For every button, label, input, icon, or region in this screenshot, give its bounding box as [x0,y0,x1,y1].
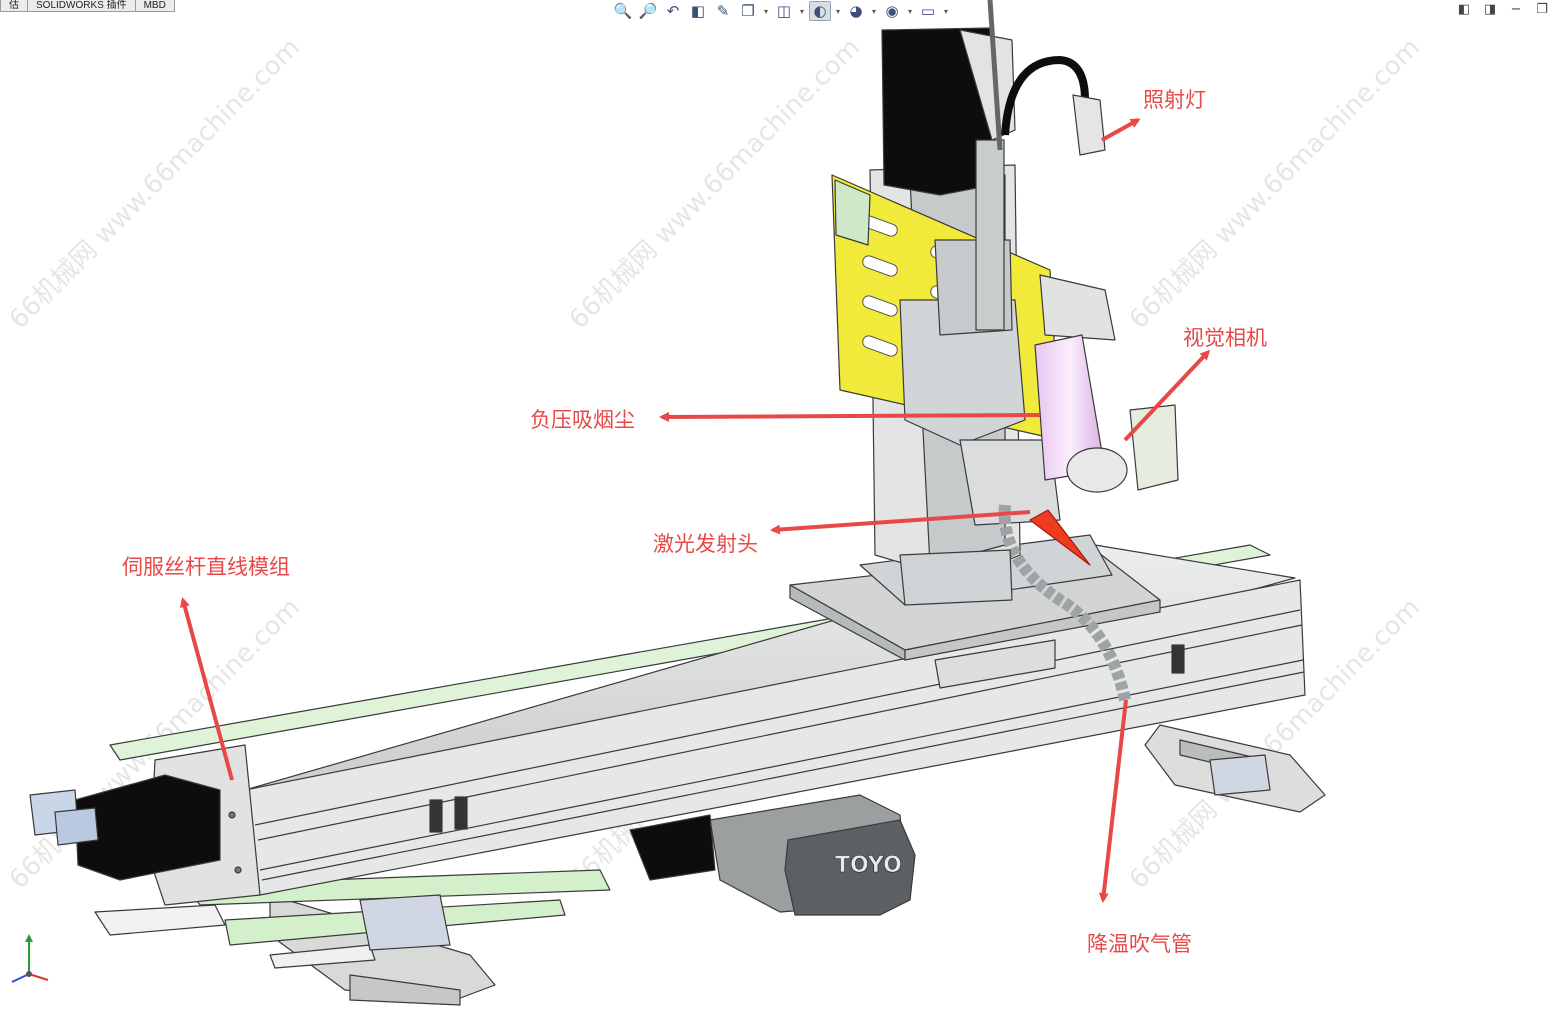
tile-left-icon[interactable]: ◧ [1457,2,1471,17]
arrow-smoke [659,411,1041,422]
arrow-lamp [1101,118,1141,142]
zoom-to-fit-icon[interactable]: 🔍 [613,2,633,20]
arrow-module [180,597,234,781]
section-view-icon[interactable]: ◧ [690,2,706,20]
zoom-to-area-icon[interactable]: 🔎 [638,2,658,20]
display-style-icon[interactable]: ◫ [776,2,792,20]
callout-air-cooling-tube: 降温吹气管 [1087,932,1192,956]
dropdown-arrow-icon[interactable]: ▾ [835,6,840,16]
watermark-text: 66机械网 www.66machine.com [564,33,866,335]
apply-scene-icon[interactable]: ◉ [885,2,899,20]
heads-up-view-toolbar: 🔍 🔎 ↶ ◧ ✎ ❐ ▾ ◫ ▾ ◐ ▾ ◕ ▾ ◉ ▾ ▭ ▾ [612,0,950,22]
restore-icon[interactable]: ❐ [1536,2,1548,17]
dropdown-arrow-icon[interactable]: ▾ [871,6,876,16]
callout-smoke-extraction: 负压吸烟尘 [530,408,635,432]
callout-camera: 视觉相机 [1183,326,1267,350]
arrow-laser [770,510,1031,535]
command-manager-tabs: 估 SOLIDWORKS 插件 MBD [0,0,175,12]
edit-appearance-icon[interactable]: ◕ [849,2,863,20]
callout-lamp: 照射灯 [1143,88,1206,112]
arrow-camera [1123,349,1211,442]
arrow-air [1098,699,1128,903]
toyo-logo: TOYO [835,853,902,878]
dropdown-arrow-icon[interactable]: ▾ [799,6,804,16]
dropdown-arrow-icon[interactable]: ▾ [943,6,948,16]
view-orientation-icon[interactable]: ❐ [741,2,755,20]
hide-show-items-icon[interactable]: ◐ [809,1,831,21]
z-axis-assembly[interactable] [831,0,1179,702]
callout-linear-module: 伺服丝杆直线模组 [122,555,290,579]
watermark-text: 66机械网 www.66machine.com [4,33,306,335]
callout-arrows [180,118,1211,903]
tab-mbd[interactable]: MBD [134,0,175,12]
dynamic-annotation-icon[interactable]: ✎ [716,2,730,20]
tile-right-icon[interactable]: ◨ [1483,2,1497,17]
watermark-text: 66机械网 www.66machine.com [1124,33,1426,335]
previous-view-icon[interactable]: ↶ [666,2,680,20]
dropdown-arrow-icon[interactable]: ▾ [907,6,912,16]
callout-laser-head: 激光发射头 [653,532,758,556]
window-controls: ◧ ◨−❐ [1456,2,1550,17]
view-settings-icon[interactable]: ▭ [920,2,936,20]
dropdown-arrow-icon[interactable]: ▾ [763,6,768,16]
carriage-plate[interactable] [789,534,1161,689]
reference-triad [11,934,49,983]
minimize-icon[interactable]: − [1510,2,1522,17]
